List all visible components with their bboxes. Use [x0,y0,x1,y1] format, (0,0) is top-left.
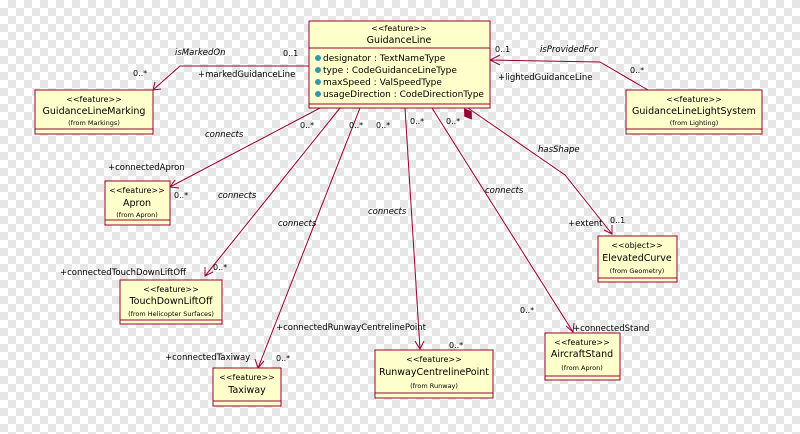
class-elevated-curve[interactable]: <<object>> ElevatedCurve (from Geometry) [597,235,678,283]
role-connected-stand: +connectedStand [573,324,649,334]
role-extent: +extent [568,219,603,229]
attribute-icon [315,79,321,85]
apron-stereotype: <<feature>> [109,186,165,195]
marking-name: GuidanceLineMarking [43,106,146,117]
class-guidance-line[interactable]: <<feature>> GuidanceLine designator : Te… [308,20,491,109]
mult-marking: 0..* [133,69,147,78]
rcp-name: RunwayCentrelinePoint [379,367,489,378]
marking-stereotype: <<feature>> [66,95,122,104]
arrowhead-apron [169,179,180,189]
assoc-is-provided-for: isProvidedFor [540,45,598,55]
apron-from: (from Apron) [116,211,157,219]
role-marked-guidance-line: +markedGuidanceLine [198,70,295,80]
class-guidance-line-light-system[interactable]: <<feature>> GuidanceLineLightSystem (fro… [625,89,763,135]
rcp-stereotype: <<feature>> [406,355,462,364]
composition-diamond [464,108,472,120]
curve-from: (from Geometry) [610,267,665,275]
edge-connects-tdlo [204,107,341,277]
lightsys-stereotype: <<feature>> [666,95,722,104]
assoc-is-marked-on: isMarkedOn [175,48,225,58]
assoc-connects-tdlo: connects [218,191,257,201]
arrowhead-curve [603,225,613,235]
mult-g-apron: 0..* [300,121,314,130]
lightsys-from: (from Lighting) [670,119,719,127]
lightsys-name: GuidanceLineLightSystem [632,106,756,117]
mult-rcp: 0..* [449,341,463,350]
role-connected-tdlo: +connectedTouchDownLiftOff [60,268,187,278]
edge-connects-taxiway [257,107,361,369]
guidance-attributes: designator : TextNameType type : CodeGui… [315,54,484,100]
class-taxiway[interactable]: <<feature>> Taxiway [212,367,282,407]
guidance-attr-usage-direction: usageDirection : CodeDirectionType [323,90,484,100]
mult-guidance-left: 0..1 [283,49,298,58]
mult-apron: 0..* [174,191,188,200]
assoc-connects-stand: connects [485,186,524,196]
tdlo-stereotype: <<feature>> [143,285,199,294]
attribute-icon [315,55,321,61]
role-lighted-guidance-line: +lightedGuidanceLine [498,73,593,83]
assoc-has-shape: hasShape [538,145,580,155]
guidance-attr-type: type : CodeGuidanceLineType [323,66,457,76]
guidance-attr-designator: designator : TextNameType [323,54,446,64]
mult-g-tdlo: 0..* [349,121,363,130]
class-runway-centreline-point[interactable]: <<feature>> RunwayCentrelinePoint (from … [374,349,494,399]
edge-connects-stand [431,107,574,333]
stand-stereotype: <<feature>> [554,338,610,347]
class-aircraft-stand[interactable]: <<feature>> AircraftStand (from Apron) [544,332,621,381]
guidance-stereotype: <<feature>> [371,24,427,33]
mult-stand: 0..* [520,306,534,315]
edge-is-provided-for [489,59,649,91]
stand-from: (from Apron) [561,364,602,372]
class-guidance-line-marking[interactable]: <<feature>> GuidanceLineMarking (from Ma… [34,89,154,135]
guidance-name: GuidanceLine [367,35,432,46]
arrowhead-tdlo [204,267,214,277]
curve-name: ElevatedCurve [602,253,672,264]
curve-stereotype: <<object>> [611,241,662,250]
edges [152,59,649,369]
class-apron[interactable]: <<feature>> Apron (from Apron) [104,180,171,226]
tdlo-from: (from Helicopter Surfaces) [128,310,214,318]
attribute-icon [315,91,321,97]
class-touch-down-lift-off[interactable]: <<feature>> TouchDownLiftOff (from Helic… [119,279,223,325]
taxiway-stereotype: <<feature>> [219,373,275,382]
mult-lightsys: 0..* [630,66,644,75]
stand-name: AircraftStand [551,349,613,360]
attribute-icon [315,67,321,73]
mult-guidance-right: 0..1 [495,45,510,54]
mult-g-stand: 0..* [446,117,460,126]
rcp-from: (from Runway) [410,382,458,390]
assoc-connects-taxiway: connects [278,219,317,229]
mult-g-rcp: 0..* [410,117,424,126]
guidance-attr-max-speed: maxSpeed : ValSpeedType [323,78,442,88]
edge-has-shape [467,107,613,235]
taxiway-name: Taxiway [227,385,266,396]
mult-curve: 0..1 [610,216,625,225]
arrowhead-rcp [414,340,425,351]
arrowhead-stand [565,322,575,333]
apron-name: Apron [123,198,151,209]
edge-is-marked-on [152,65,309,91]
marking-from: (from Markings) [68,119,120,127]
role-connected-taxiway: +connectedTaxiway [165,353,250,363]
role-connected-apron: +connectedApron [108,163,185,173]
mult-g-taxiway: 0..* [376,121,390,130]
mult-tdlo: 0..* [213,263,227,272]
edge-connects-apron [169,107,321,188]
tdlo-name: TouchDownLiftOff [128,296,212,307]
assoc-connects-rcp: connects [368,207,407,217]
role-connected-rcp: +connectedRunwayCentrelinePoint [276,323,427,333]
assoc-connects-apron: connects [205,130,244,140]
mult-taxiway: 0..* [276,354,290,363]
edge-connects-rcp [404,107,421,350]
